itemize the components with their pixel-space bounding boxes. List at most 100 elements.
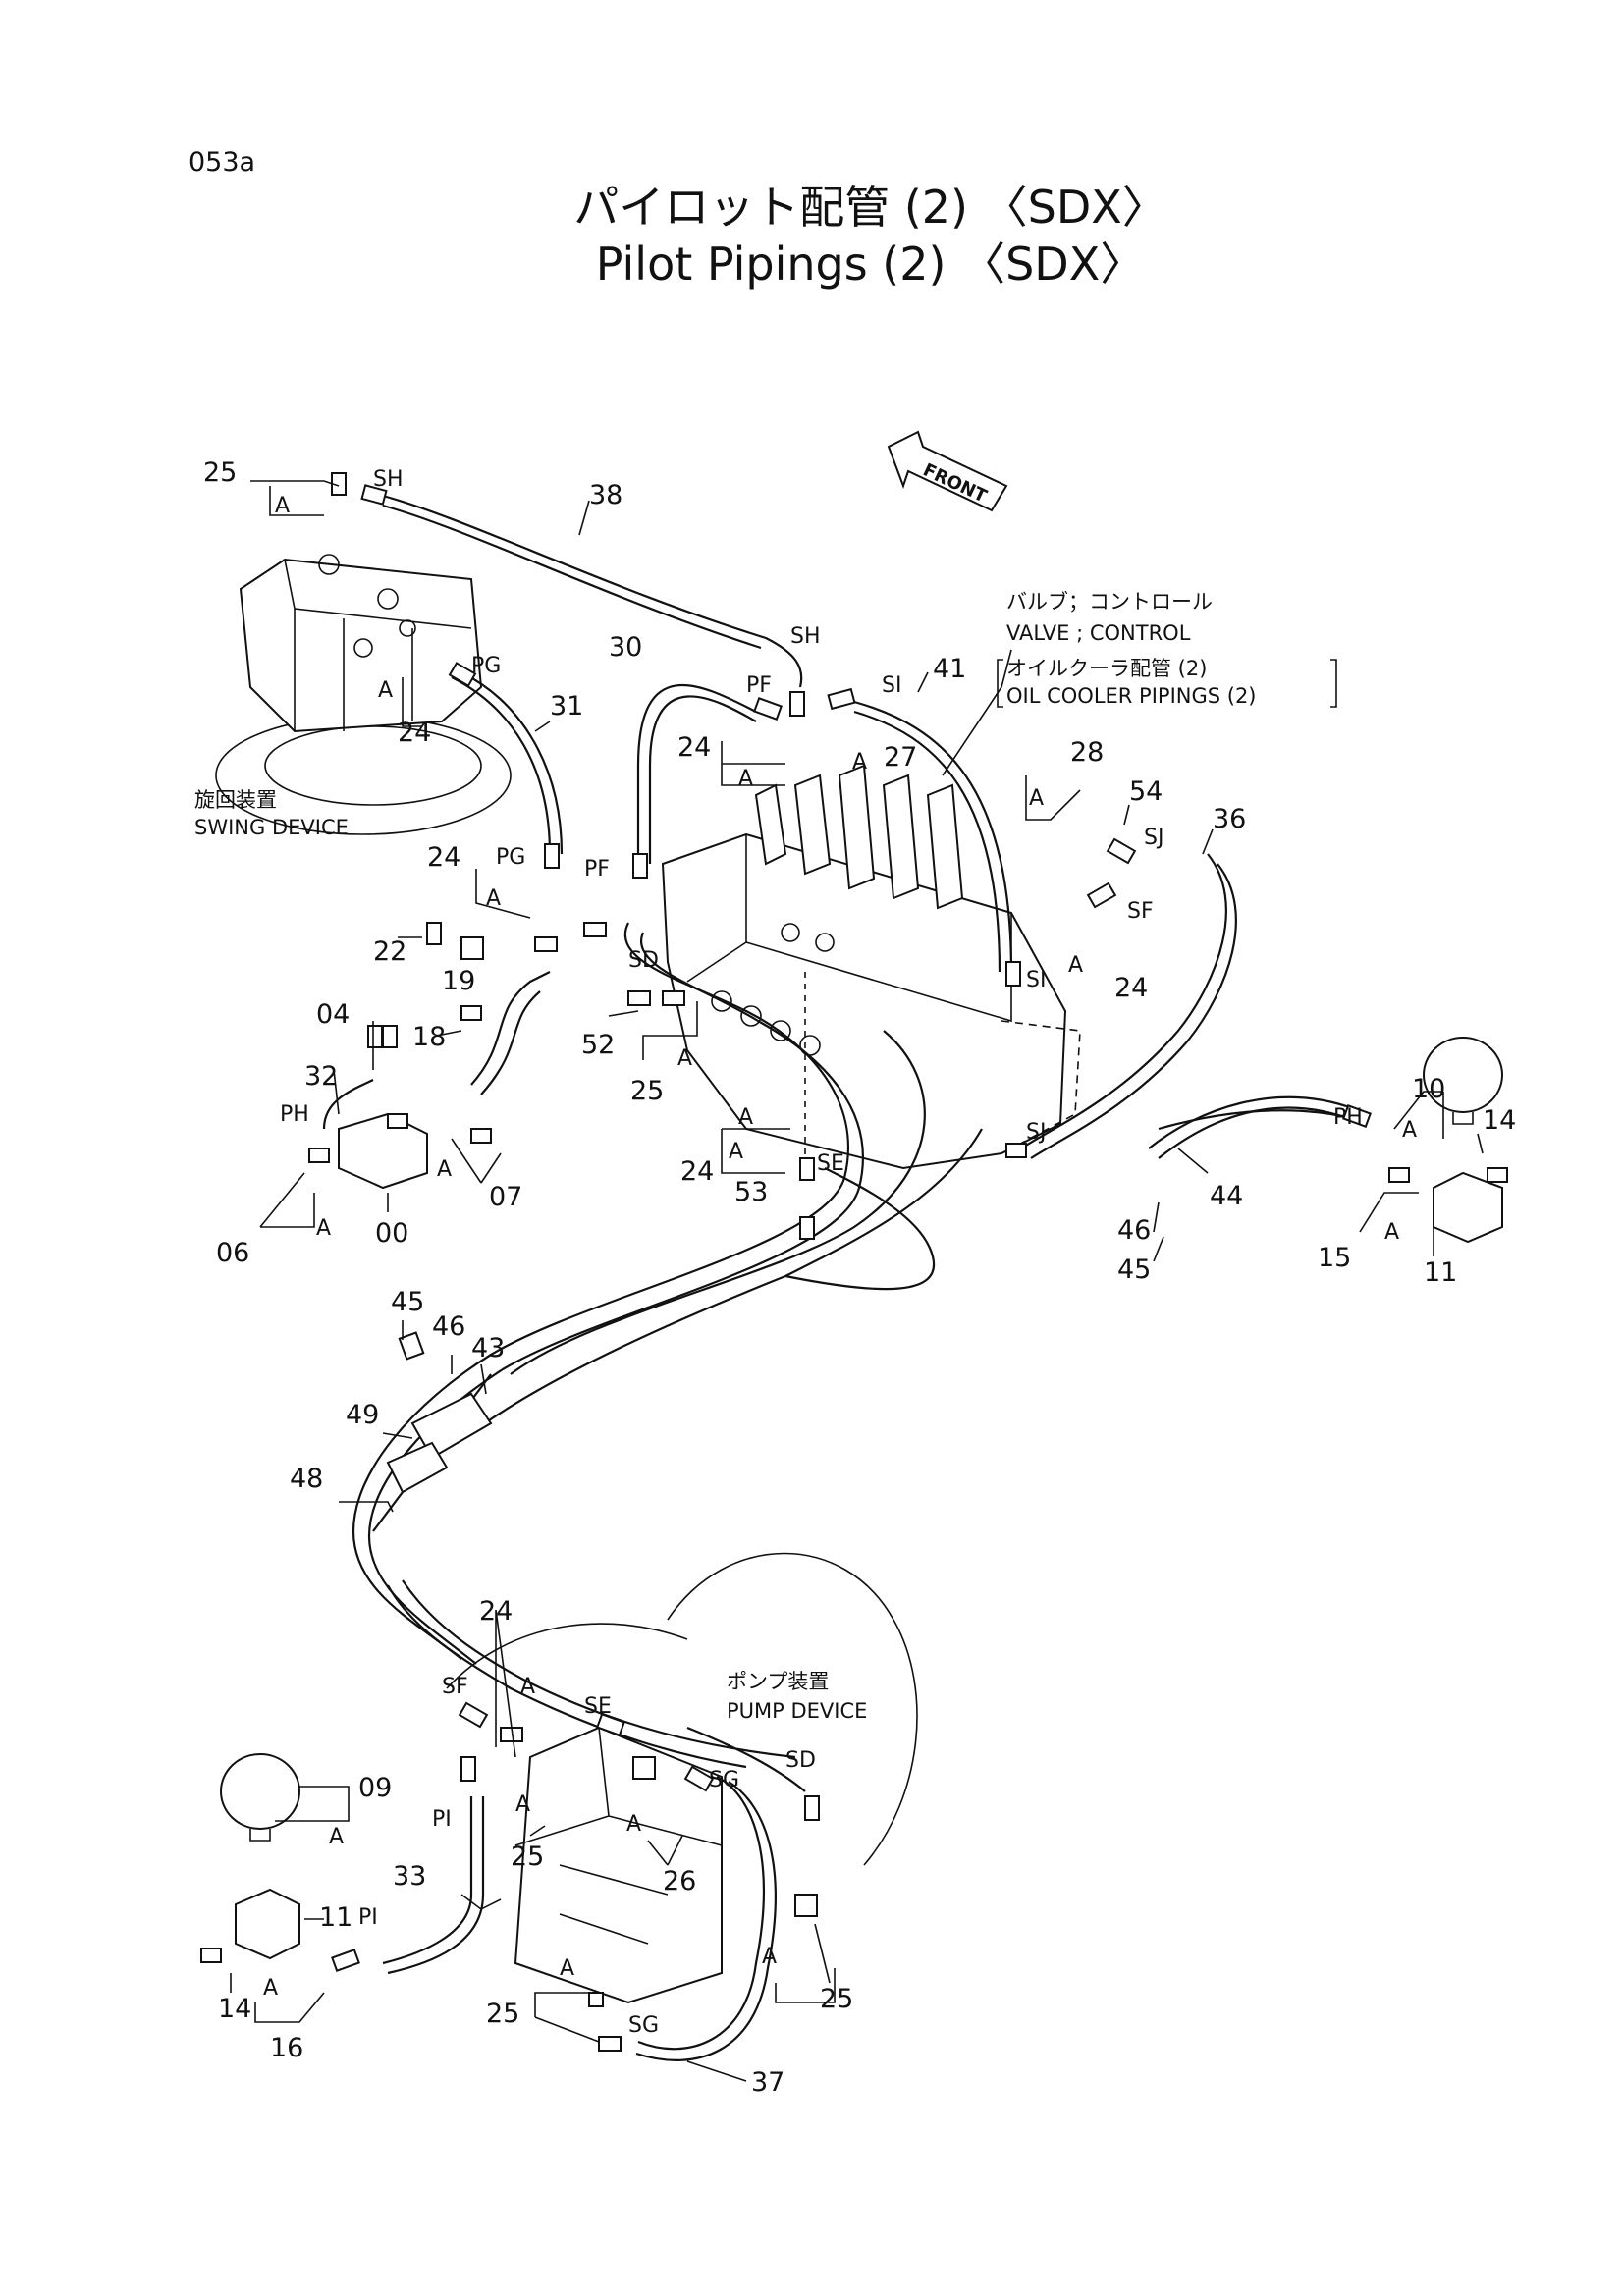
callout-45: 45 bbox=[1117, 1255, 1151, 1285]
callout-24: 24 bbox=[479, 1596, 513, 1627]
port-label: PG bbox=[471, 654, 501, 678]
callout-33: 33 bbox=[393, 1861, 426, 1892]
leader-lines bbox=[230, 480, 1484, 2082]
callout-04: 04 bbox=[316, 999, 350, 1030]
callout-37: 37 bbox=[751, 2067, 784, 2098]
callout-25: 25 bbox=[511, 1842, 544, 1872]
o-ring-mark: A bbox=[486, 886, 501, 911]
port-label: SJ bbox=[1026, 1120, 1046, 1145]
o-ring-mark: A bbox=[515, 1792, 530, 1817]
callout-25: 25 bbox=[820, 1984, 853, 2014]
callout-09: 09 bbox=[358, 1773, 392, 1803]
port-label: SJ bbox=[1144, 826, 1163, 850]
callout-00: 00 bbox=[375, 1218, 408, 1249]
callout-28: 28 bbox=[1070, 737, 1104, 768]
port-label: SG bbox=[628, 2013, 659, 2038]
callout-49: 49 bbox=[346, 1400, 379, 1430]
port-label: SI bbox=[1026, 968, 1046, 992]
o-ring-mark: A bbox=[316, 1216, 331, 1241]
callout-16: 16 bbox=[270, 2033, 303, 2063]
callout-24: 24 bbox=[677, 732, 711, 763]
port-label: PF bbox=[584, 857, 610, 881]
port-labels: SH SH PG PG PF PF SI SI SJ SJ SF SF SD S… bbox=[280, 467, 1363, 2038]
pump-device-label-en: PUMP DEVICE bbox=[727, 1699, 867, 1723]
callout-25: 25 bbox=[203, 457, 237, 488]
port-label: PH bbox=[280, 1102, 309, 1127]
callout-38: 38 bbox=[589, 480, 622, 510]
callout-24: 24 bbox=[398, 718, 431, 748]
pump-device-label-jp: ポンプ装置 bbox=[727, 1670, 829, 1693]
block-11-left bbox=[235, 1888, 300, 1960]
port-label: SH bbox=[790, 624, 821, 649]
callout-25: 25 bbox=[486, 1999, 519, 2029]
accumulator-09 bbox=[220, 1753, 300, 1842]
o-ring-mark: A bbox=[329, 1825, 344, 1849]
callout-14: 14 bbox=[218, 1994, 251, 2024]
callout-07: 07 bbox=[489, 1182, 522, 1212]
valve-label-jp: バルブ；コントロール bbox=[1006, 590, 1213, 614]
callout-26: 26 bbox=[663, 1866, 696, 1896]
o-ring-mark: A bbox=[762, 1945, 777, 1969]
o-ring-mark: A bbox=[738, 1105, 753, 1130]
o-ring-mark: A bbox=[1384, 1220, 1399, 1245]
port-label: SF bbox=[442, 1675, 468, 1699]
o-ring-mark: A bbox=[1029, 786, 1044, 811]
port-label: SE bbox=[584, 1694, 612, 1719]
o-ring-mark: A bbox=[437, 1157, 452, 1182]
o-ring-marks: A A A A A A A A A A A A A A A A A A A A … bbox=[263, 494, 1417, 2001]
callout-24: 24 bbox=[680, 1156, 714, 1187]
pump-device bbox=[446, 1552, 918, 2004]
front-arrow-icon: FRONT bbox=[887, 430, 1008, 512]
port-label: SH bbox=[373, 467, 404, 492]
page-code: 053a bbox=[189, 147, 256, 178]
callout-25: 25 bbox=[630, 1076, 664, 1106]
callout-11: 11 bbox=[319, 1902, 352, 1933]
port-label: PI bbox=[432, 1807, 452, 1832]
callout-48: 48 bbox=[290, 1464, 323, 1494]
callout-30: 30 bbox=[609, 632, 642, 663]
o-ring-mark: A bbox=[520, 1675, 535, 1699]
o-ring-mark: A bbox=[378, 678, 393, 703]
o-ring-mark: A bbox=[1402, 1118, 1417, 1143]
oil-cooler-label-en: OIL COOLER PIPINGS (2) bbox=[1006, 684, 1257, 708]
o-ring-mark: A bbox=[626, 1812, 641, 1837]
callout-41: 41 bbox=[933, 654, 966, 684]
valve-label-en: VALVE ; CONTROL bbox=[1006, 621, 1191, 645]
callout-14: 14 bbox=[1483, 1105, 1516, 1136]
callout-15: 15 bbox=[1318, 1243, 1351, 1273]
callout-06: 06 bbox=[216, 1238, 249, 1268]
o-ring-mark: A bbox=[852, 750, 867, 774]
port-label: SE bbox=[817, 1151, 844, 1176]
o-ring-mark: A bbox=[275, 494, 290, 518]
title-japanese: パイロット配管 (2) 〈SDX〉 bbox=[573, 181, 1167, 234]
port-label: SG bbox=[709, 1768, 739, 1792]
fittings bbox=[200, 472, 1508, 2052]
callout-53: 53 bbox=[734, 1177, 768, 1207]
o-ring-mark: A bbox=[560, 1956, 574, 1981]
control-valve bbox=[661, 764, 1081, 1170]
callout-52: 52 bbox=[581, 1030, 615, 1060]
block-11-right bbox=[1433, 1171, 1503, 1244]
port-label: PG bbox=[496, 845, 525, 870]
title-english: Pilot Pipings (2) 〈SDX〉 bbox=[595, 238, 1146, 291]
port-label: SD bbox=[628, 948, 659, 973]
o-ring-mark: A bbox=[738, 767, 753, 791]
callout-19: 19 bbox=[442, 966, 475, 996]
callout-24: 24 bbox=[427, 842, 460, 873]
callout-11: 11 bbox=[1424, 1257, 1457, 1288]
callout-54: 54 bbox=[1129, 776, 1163, 807]
o-ring-mark: A bbox=[729, 1140, 743, 1164]
callout-22: 22 bbox=[373, 936, 406, 967]
callout-43: 43 bbox=[471, 1333, 505, 1363]
swing-device bbox=[215, 554, 512, 835]
callout-36: 36 bbox=[1213, 804, 1246, 834]
oil-cooler-bracket bbox=[997, 659, 1337, 708]
callout-32: 32 bbox=[304, 1061, 338, 1092]
swing-device-label-en: SWING DEVICE bbox=[194, 816, 349, 839]
hoses bbox=[322, 494, 1356, 2061]
port-label: PI bbox=[358, 1905, 378, 1930]
port-label: SD bbox=[785, 1748, 816, 1773]
callout-44: 44 bbox=[1210, 1181, 1243, 1211]
o-ring-mark: A bbox=[263, 1976, 278, 2001]
